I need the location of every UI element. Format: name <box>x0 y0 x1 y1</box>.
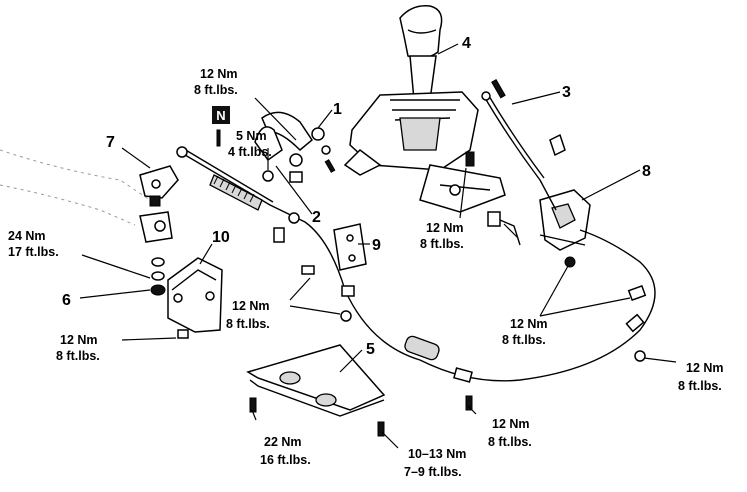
torque-2-nm: 5 Nm <box>236 129 267 143</box>
callout-6: 6 <box>62 292 71 309</box>
nut-stack <box>150 257 166 296</box>
torque-3-nm: 24 Nm <box>8 229 46 243</box>
neutral-badge-label: N <box>216 108 225 123</box>
callout-10: 10 <box>212 229 230 246</box>
torque-8-ft: 8 ft.lbs. <box>56 349 100 363</box>
leader-lines <box>79 43 677 449</box>
callout-3: 3 <box>562 84 571 101</box>
bracket-left <box>139 165 179 243</box>
torque-4-ft: 8 ft.lbs. <box>226 317 270 331</box>
torque-5-nm: 12 Nm <box>426 221 464 235</box>
torque-5-ft: 8 ft.lbs. <box>420 237 464 251</box>
torque-9-nm: 12 Nm <box>492 417 530 431</box>
small-bracket <box>301 223 367 275</box>
torque-2-ft: 4 ft.lbs. <box>228 145 272 159</box>
upper-cable <box>481 79 566 211</box>
skid-plate <box>246 256 646 437</box>
torque-labels: 12 Nm 8 ft.lbs. 5 Nm 4 ft.lbs. 24 Nm 17 … <box>8 67 724 479</box>
torque-8-nm: 12 Nm <box>60 333 98 347</box>
torque-7-ft: 8 ft.lbs. <box>678 379 722 393</box>
torque-1-nm: 12 Nm <box>200 67 238 81</box>
torque-11-nm: 10–13 Nm <box>408 447 466 461</box>
torque-11-ft: 7–9 ft.lbs. <box>404 465 462 479</box>
callout-2: 2 <box>312 209 321 226</box>
callout-4: 4 <box>462 35 471 52</box>
neutral-indicator: N <box>212 106 230 147</box>
callout-9: 9 <box>372 237 381 254</box>
torque-7-nm: 12 Nm <box>686 361 724 375</box>
torque-1-ft: 8 ft.lbs. <box>194 83 238 97</box>
cover-plate <box>167 257 223 339</box>
torque-4-nm: 12 Nm <box>232 299 270 313</box>
callout-8: 8 <box>642 163 651 180</box>
cable-bracket-right <box>539 189 591 251</box>
callout-5: 5 <box>366 341 375 358</box>
shift-lever-assembly <box>343 5 521 246</box>
cable-end-lever <box>254 126 300 224</box>
main-shift-cable <box>176 146 656 383</box>
body-panel-outline <box>0 149 151 226</box>
torque-9-ft: 8 ft.lbs. <box>488 435 532 449</box>
torque-6-ft: 8 ft.lbs. <box>502 333 546 347</box>
callout-7: 7 <box>106 134 115 151</box>
torque-3-ft: 17 ft.lbs. <box>8 245 59 259</box>
torque-10-nm: 22 Nm <box>264 435 302 449</box>
torque-10-ft: 16 ft.lbs. <box>260 453 311 467</box>
callout-1: 1 <box>333 101 342 118</box>
torque-6-nm: 12 Nm <box>510 317 548 331</box>
